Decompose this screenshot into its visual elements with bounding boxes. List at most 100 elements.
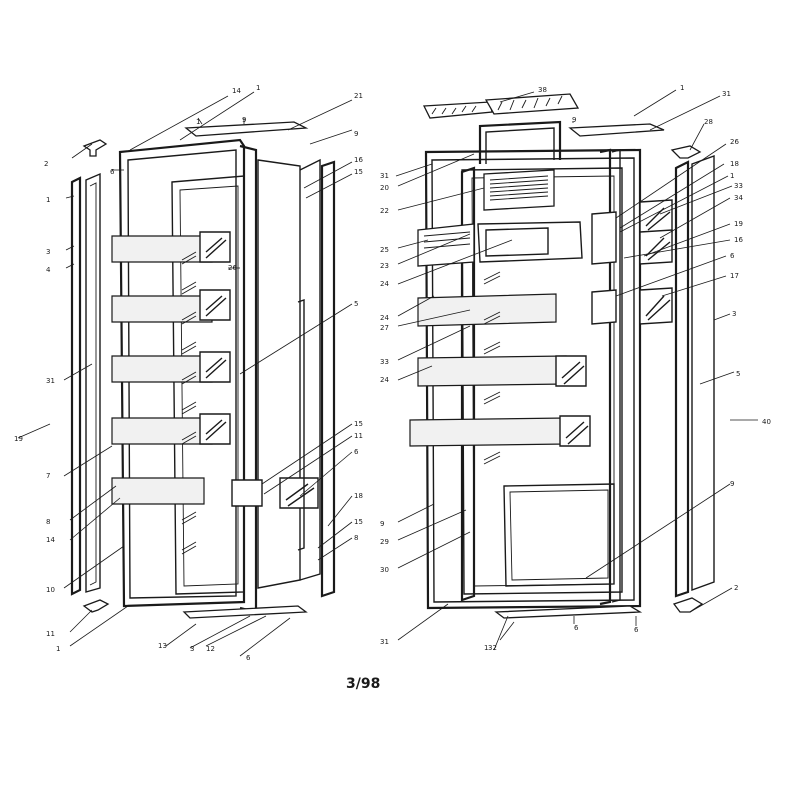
left-callout-30: 13 — [158, 642, 167, 650]
right-top-hinge — [670, 145, 702, 159]
right-callout-4: 9 — [572, 116, 576, 124]
left-callout-22: 8 — [46, 518, 50, 526]
lower-compartment — [503, 483, 615, 587]
right-top-cover — [568, 123, 665, 137]
bracket-1 — [199, 231, 231, 263]
left-callout-33: 6 — [246, 654, 251, 662]
left-door-side-frame — [239, 144, 258, 614]
shelf-3 — [111, 355, 213, 383]
right-door-assembly — [409, 93, 715, 619]
bracket-2 — [199, 289, 231, 321]
right-callout-29: 9 — [730, 480, 734, 488]
left-gasket-strip — [70, 176, 82, 596]
vent-slots-right — [497, 95, 563, 111]
left-callout-27: 10 — [46, 586, 55, 594]
right-callout-21: 24 — [380, 314, 389, 322]
left-callout-15: 5 — [354, 300, 358, 308]
side-bin-3 — [639, 199, 673, 235]
right-callout-1: 38 — [538, 86, 547, 94]
left-callout-28: 11 — [46, 630, 55, 638]
right-callout-10: 18 — [730, 160, 739, 168]
left-callout-24: 18 — [354, 492, 363, 500]
left-shelf-brackets — [199, 231, 319, 509]
right-door-outer-panel — [424, 148, 642, 610]
left-callout-2: 1 — [256, 84, 260, 92]
right-callout-28: 9 — [380, 520, 384, 528]
right-callout-34: 1 — [484, 644, 488, 652]
left-callout-31: 3 — [190, 645, 194, 653]
left-callout-19: 11 — [354, 432, 363, 440]
shelf-5 — [111, 477, 205, 505]
left-callout-4: 2 — [44, 160, 48, 168]
left-callout-5: 9 — [354, 130, 358, 138]
shelf-4 — [111, 417, 213, 445]
left-callout-29: 1 — [56, 645, 60, 653]
side-bracket — [279, 477, 319, 509]
ice-tray — [477, 221, 583, 263]
left-callout-14: 26 — [228, 264, 237, 272]
right-bottom-cover — [494, 605, 643, 619]
bracket-4 — [199, 413, 231, 445]
left-callout-3: 21 — [354, 92, 363, 100]
right-callout-22: 27 — [380, 324, 389, 332]
ice-bin — [417, 223, 475, 267]
left-callout-16: 31 — [46, 377, 55, 385]
ice-bin-ribs — [423, 231, 471, 249]
left-bottom-cover — [182, 605, 308, 619]
top-vent-right — [484, 93, 580, 115]
right-callout-16: 34 — [734, 194, 743, 202]
left-top-cover — [184, 121, 309, 137]
right-callout-35: 6 — [574, 624, 579, 632]
right-leader-lines — [395, 89, 758, 651]
right-callout-3: 31 — [722, 90, 731, 98]
right-callout-18: 16 — [734, 236, 743, 244]
left-trim-strip — [320, 160, 336, 598]
left-callout-11: 1 — [46, 196, 50, 204]
left-callout-25: 15 — [354, 518, 363, 526]
right-callout-14: 23 — [380, 262, 389, 270]
right-side-frame — [599, 148, 612, 606]
left-leader-lines — [17, 91, 353, 657]
left-top-hinge — [82, 139, 108, 157]
left-callout-10: 6 — [110, 168, 115, 176]
right-side-frame-inner — [611, 149, 621, 603]
left-callout-20: 6 — [354, 448, 359, 456]
shelf-2 — [417, 355, 567, 387]
right-callout-26: 5 — [736, 370, 740, 378]
left-callout-7: 9 — [242, 116, 246, 124]
vent-slots-left — [431, 105, 477, 115]
right-callout-19: 6 — [730, 252, 735, 260]
left-callout-8: 16 — [354, 156, 363, 164]
right-callout-8: 22 — [380, 207, 389, 215]
dispenser-grill — [489, 175, 549, 201]
dispenser-bracket — [231, 479, 263, 507]
right-callout-25: 24 — [380, 376, 389, 384]
left-door-cap — [257, 159, 301, 589]
right-callout-30: 29 — [380, 538, 389, 546]
left-callout-23: 14 — [46, 536, 55, 544]
diagram-caption: 3/98 — [346, 676, 380, 692]
top-bail-inner — [485, 127, 555, 164]
bracket-3 — [199, 351, 231, 383]
right-trim-strip — [460, 166, 476, 602]
right-callout-20: 17 — [730, 272, 739, 280]
right-bottom-hinge — [672, 597, 704, 613]
left-door-assembly — [70, 121, 336, 619]
left-bottom-hinge — [82, 599, 110, 613]
top-vent-left — [422, 101, 493, 119]
top-bail — [478, 120, 562, 164]
shelf-3 — [409, 417, 567, 447]
left-door-frame — [127, 149, 237, 599]
right-callout-7: 20 — [380, 184, 389, 192]
right-callout-24: 33 — [380, 358, 389, 366]
right-callout-5: 28 — [704, 118, 713, 126]
right-callout-6: 31 — [380, 172, 389, 180]
right-callout-11: 1 — [730, 172, 734, 180]
right-callout-27: 40 — [762, 418, 771, 426]
shelf-2 — [111, 295, 213, 323]
right-callout-31: 30 — [380, 566, 389, 574]
right-callout-36: 6 — [634, 626, 639, 634]
